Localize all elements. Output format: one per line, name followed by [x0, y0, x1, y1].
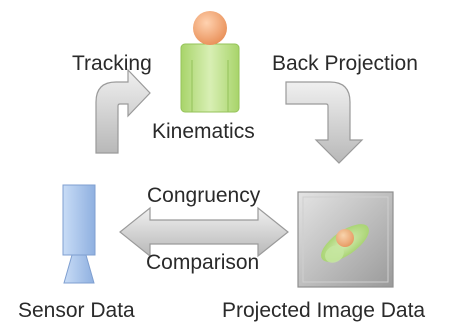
- back-projection-label: Back Projection: [272, 52, 418, 75]
- human-figure-icon: [180, 11, 240, 113]
- kinematics-label: Kinematics: [152, 120, 255, 143]
- sensor-data-label: Sensor Data: [18, 299, 135, 322]
- comparison-label: Comparison: [146, 251, 260, 274]
- congruency-label: Congruency: [147, 184, 261, 207]
- tracking-arrow: [95, 68, 151, 154]
- projected-image-icon: [297, 191, 394, 288]
- projected-image-data-label: Projected Image Data: [222, 299, 426, 322]
- sensor-icon: [62, 184, 96, 284]
- tracking-label: Tracking: [72, 52, 152, 75]
- congruency-comparison-arrow: [119, 206, 289, 258]
- back-projection-arrow: [285, 81, 364, 164]
